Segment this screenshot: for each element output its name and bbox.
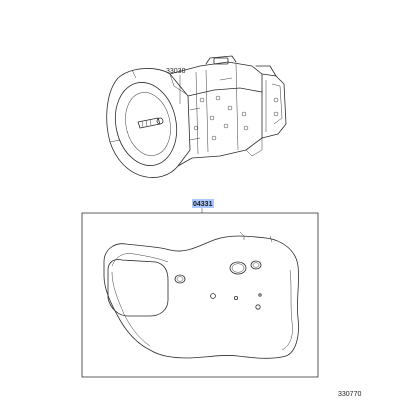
illustration-number: 330770 (338, 391, 361, 398)
callout-label-33030[interactable]: 33030 (166, 68, 186, 75)
callout-highlight (192, 199, 214, 208)
gasket-kit-frame (81, 212, 319, 378)
callout-label-04331[interactable]: 04331 (193, 201, 213, 208)
transmission-assembly-drawing[interactable] (106, 55, 287, 178)
gasket-kit-parts[interactable] (103, 231, 299, 359)
